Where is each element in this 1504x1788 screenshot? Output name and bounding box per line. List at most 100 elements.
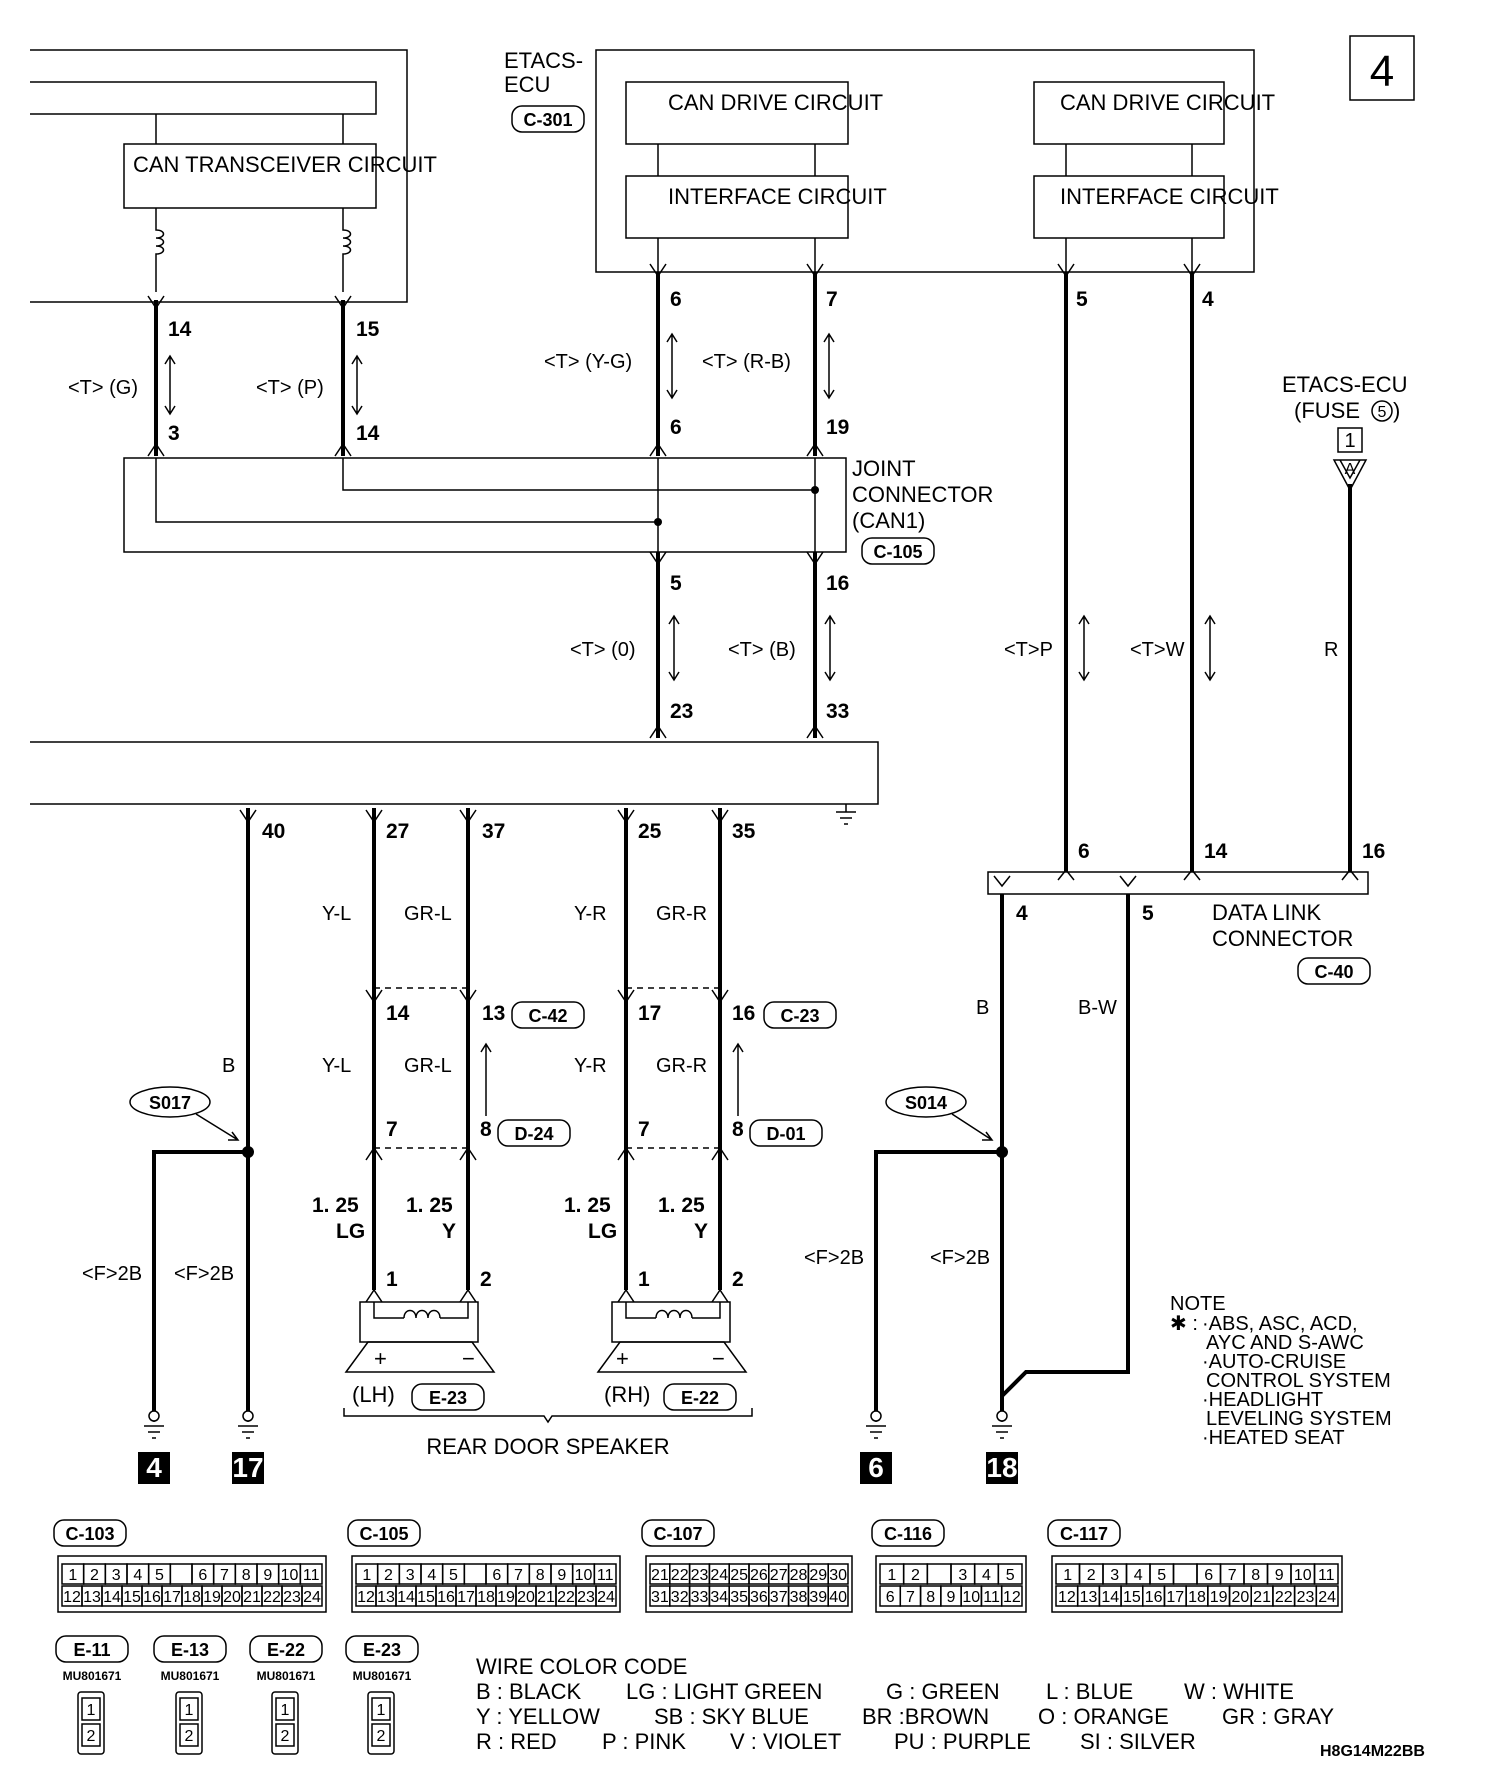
connector-pin: 13 [1080, 1589, 1098, 1606]
connector-pin: 8 [926, 1589, 935, 1606]
left-unit: CAN TRANSCEIVER CIRCUIT [30, 49, 437, 303]
svg-text:GR-R: GR-R [656, 903, 707, 925]
part-number: MU801671 [257, 1669, 316, 1683]
connector-pin: 24 [1318, 1589, 1336, 1606]
connector-pin: 33 [691, 1589, 709, 1606]
svg-text:<T> (B): <T> (B) [728, 639, 796, 661]
connector-pin: 16 [1145, 1589, 1163, 1606]
small-connector-pin: 2 [377, 1728, 386, 1745]
svg-text:A: A [1345, 461, 1356, 478]
svg-text:Y : YELLOW: Y : YELLOW [476, 1704, 600, 1729]
note: NOTE ✱ : ·ABS, ASC, ACD, AYC AND S-AWC ·… [1170, 1293, 1392, 1449]
svg-text:AYC AND S-AWC: AYC AND S-AWC [1206, 1332, 1364, 1354]
svg-text:CONNECTOR: CONNECTOR [852, 482, 993, 507]
svg-text:·HEADLIGHT: ·HEADLIGHT [1202, 1389, 1323, 1411]
svg-text:SI : SILVER: SI : SILVER [1080, 1729, 1196, 1754]
svg-text:7: 7 [638, 1118, 650, 1141]
connector-pin: 27 [770, 1567, 788, 1584]
svg-text:WIRE COLOR CODE: WIRE COLOR CODE [476, 1654, 687, 1679]
connector-id-tag [641, 1519, 715, 1547]
connector-pin: 26 [750, 1567, 768, 1584]
svg-text:8: 8 [480, 1118, 492, 1141]
small-connector-pin: 2 [185, 1728, 194, 1745]
connector-pin-cell [1315, 1585, 1339, 1607]
connector-pin: 24 [710, 1567, 728, 1584]
svg-text:5: 5 [670, 572, 682, 595]
svg-text:6: 6 [670, 288, 682, 311]
svg-text:): ) [1393, 398, 1400, 423]
svg-text:B-W: B-W [1078, 997, 1117, 1019]
connector-pin: 9 [557, 1567, 566, 1584]
svg-text:Y-L: Y-L [322, 903, 351, 925]
connector-pin-cell [1172, 1563, 1198, 1585]
connector-pin: 5 [1157, 1567, 1166, 1584]
connector-pin: 14 [1101, 1589, 1119, 1606]
small-connector-id: E-13 [171, 1640, 209, 1660]
svg-text:INTERFACE CIRCUIT: INTERFACE CIRCUIT [1060, 184, 1279, 209]
svg-text:ETACS-ECU: ETACS-ECU [1282, 372, 1408, 397]
connector-pin: 7 [1228, 1567, 1237, 1584]
svg-text:19: 19 [826, 416, 849, 439]
svg-text:4: 4 [1016, 902, 1028, 925]
connector-pin-cell [827, 1563, 849, 1585]
svg-text:O : ORANGE: O : ORANGE [1038, 1704, 1169, 1729]
svg-text:14: 14 [386, 1002, 410, 1025]
svg-text:Y: Y [442, 1220, 456, 1243]
connector-pin: 3 [958, 1567, 967, 1584]
svg-text:LG : LIGHT GREEN: LG : LIGHT GREEN [626, 1679, 822, 1704]
svg-text:C-301: C-301 [523, 110, 572, 130]
svg-text:✱ :: ✱ : [1170, 1313, 1198, 1335]
connector-pin: 22 [671, 1567, 689, 1584]
svg-text:LG: LG [588, 1220, 617, 1243]
connector-pin: 9 [1275, 1567, 1284, 1584]
svg-text:<F>2B: <F>2B [82, 1263, 142, 1285]
connector-pin: 7 [906, 1589, 915, 1606]
lower-wires: 40 27 37 25 35 Y-L GR-L Y-R GR-R B Y-L G… [222, 808, 837, 1412]
svg-text:2: 2 [732, 1268, 744, 1291]
connector-id: C-103 [65, 1524, 114, 1544]
connector-pin: 12 [1003, 1589, 1021, 1606]
svg-text:S014: S014 [905, 1093, 947, 1113]
connector-pin: 15 [1123, 1589, 1141, 1606]
connector-pin: 13 [83, 1589, 101, 1606]
svg-text:3: 3 [168, 422, 180, 445]
svg-text:1: 1 [386, 1268, 398, 1291]
connector-pin: 21 [651, 1567, 669, 1584]
connector-pin-cell [301, 1585, 323, 1607]
svg-text:6: 6 [1078, 840, 1090, 863]
connector-pin: 21 [537, 1589, 555, 1606]
connector-id: C-116 [884, 1524, 932, 1544]
connector-pin: 6 [198, 1567, 207, 1584]
connector-pin: 1 [887, 1567, 896, 1584]
svg-text:CAN DRIVE CIRCUIT: CAN DRIVE CIRCUIT [668, 90, 883, 115]
svg-text:·HEATED SEAT: ·HEATED SEAT [1202, 1427, 1345, 1449]
svg-text:B: B [222, 1055, 235, 1077]
connector-pin: 2 [1087, 1567, 1096, 1584]
connector-pin: 4 [133, 1567, 142, 1584]
connector-pin: 25 [730, 1567, 748, 1584]
svg-text:40: 40 [262, 820, 285, 843]
connector-pin: 5 [1006, 1567, 1015, 1584]
mid-can-wires: 5 16 23 33 <T> (0) <T> (B) [570, 551, 849, 739]
connector-pin: 9 [947, 1589, 956, 1606]
connector-pin-cell [926, 1563, 952, 1585]
connector-pin: 17 [457, 1589, 475, 1606]
connector-pin: 21 [1253, 1589, 1271, 1606]
svg-text:(LH): (LH) [352, 1382, 395, 1407]
svg-text:1. 25: 1. 25 [406, 1194, 453, 1217]
svg-text:Y-R: Y-R [574, 1055, 607, 1077]
page-number: 4 [1370, 47, 1394, 96]
svg-text:<F>2B: <F>2B [930, 1247, 990, 1269]
svg-text:<F>2B: <F>2B [174, 1263, 234, 1285]
svg-text:<T>W: <T>W [1130, 639, 1185, 661]
part-number: MU801671 [161, 1669, 220, 1683]
svg-text:NOTE: NOTE [1170, 1293, 1226, 1315]
connector-pin: 20 [517, 1589, 535, 1606]
svg-text:16: 16 [1362, 840, 1385, 863]
upper-can-wires: 14 3 15 14 6 6 7 19 5 4 <T> (G) <T> (P) … [68, 263, 1214, 457]
connector-pin: 18 [477, 1589, 495, 1606]
connector-id: C-105 [359, 1524, 408, 1544]
svg-text:<T> (R-B): <T> (R-B) [702, 351, 791, 373]
